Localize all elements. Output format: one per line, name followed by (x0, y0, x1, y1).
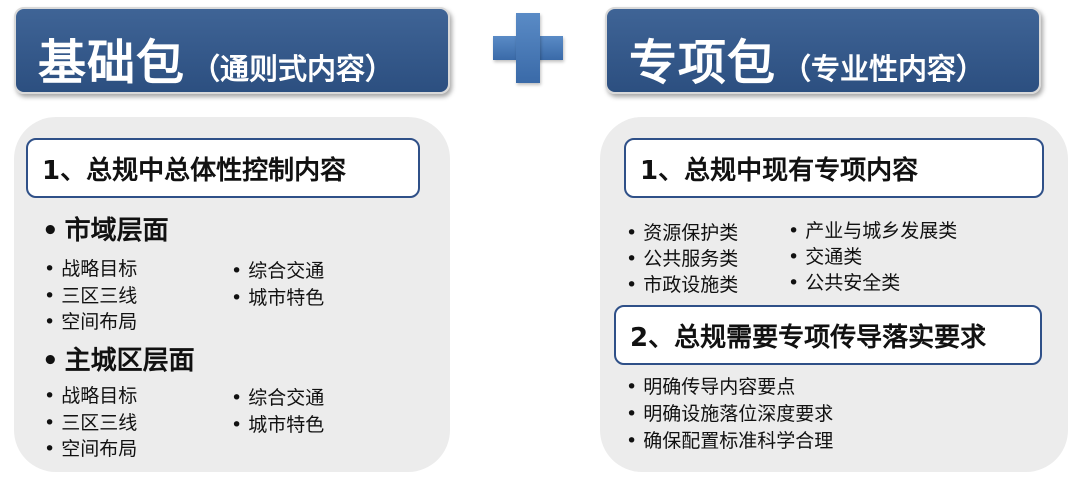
special-package-subtitle: （专业性内容） (782, 52, 986, 86)
list-item: •明确传导内容要点 (626, 376, 796, 398)
list-item: •城市特色 (231, 414, 325, 436)
list-item: •确保配置标准科学合理 (626, 430, 834, 452)
list-item: •产业与城乡发展类 (788, 220, 958, 242)
list-item: •综合交通 (231, 260, 325, 282)
plus-icon (493, 13, 563, 83)
list-item: •空间布局 (44, 438, 138, 460)
list-item: •三区三线 (44, 285, 138, 307)
basic-package-banner: 基础包 （通则式内容） (14, 7, 450, 94)
level-title: •主城区层面 (42, 346, 195, 376)
list-item: •明确设施落位深度要求 (626, 403, 834, 425)
list-item: •市政设施类 (626, 274, 739, 296)
special-heading-1: 1、总规中现有专项内容 (624, 138, 1044, 198)
list-item: •公共服务类 (626, 248, 739, 270)
list-item: •交通类 (788, 246, 863, 268)
list-item: •战略目标 (44, 258, 138, 280)
list-item: •三区三线 (44, 412, 138, 434)
level-title: •市域层面 (42, 216, 169, 246)
special-heading-2: 2、总规需要专项传导落实要求 (614, 305, 1042, 365)
list-item: •公共安全类 (788, 272, 901, 294)
special-package-title: 专项包 (629, 35, 777, 91)
basic-package-title: 基础包 (38, 35, 186, 91)
list-item: •战略目标 (44, 385, 138, 407)
special-package-banner: 专项包 （专业性内容） (605, 7, 1041, 94)
list-item: •城市特色 (231, 287, 325, 309)
basic-heading: 1、总规中总体性控制内容 (26, 138, 420, 198)
list-item: •资源保护类 (626, 222, 739, 244)
list-item: •综合交通 (231, 387, 325, 409)
list-item: •空间布局 (44, 311, 138, 333)
basic-package-subtitle: （通则式内容） (191, 52, 395, 86)
